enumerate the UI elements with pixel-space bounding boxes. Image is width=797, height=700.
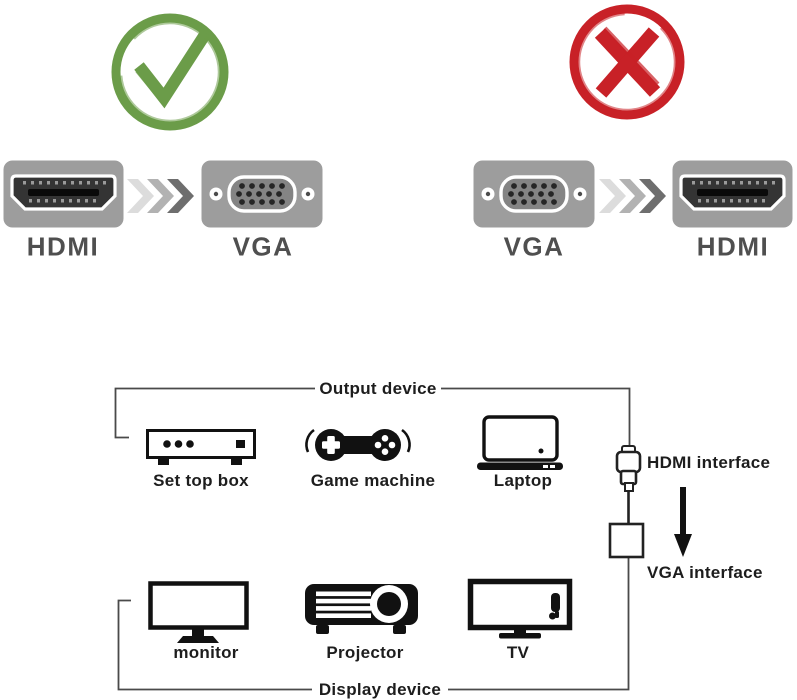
vga-port-label: VGA <box>232 231 294 262</box>
vga-connector-icon <box>201 160 323 228</box>
hdmi-connector-icon <box>672 160 793 228</box>
hdmi-port-label: HDMI <box>696 231 770 262</box>
triple-chevron-right-icon <box>127 179 194 213</box>
hdmi-port-label: HDMI <box>26 231 100 262</box>
tv-icon <box>467 578 573 639</box>
laptop-label: Laptop <box>493 471 553 490</box>
hdmi-connector-icon <box>3 160 124 228</box>
set-top-box-icon <box>146 429 256 465</box>
display-device-group-label: Display device <box>318 680 442 699</box>
down-arrow-icon <box>674 487 692 557</box>
monitor-icon <box>148 581 249 643</box>
projector-icon <box>305 584 418 634</box>
tv-label: TV <box>506 643 530 662</box>
vga-port-label: VGA <box>503 231 565 262</box>
vga-connector-icon <box>473 160 595 228</box>
display-group-bracket <box>117 557 630 691</box>
triple-chevron-right-icon <box>599 179 666 213</box>
output-group-bracket <box>114 387 631 446</box>
monitor-label: monitor <box>173 643 239 662</box>
projector-label: Projector <box>326 643 404 662</box>
gamepad-icon <box>305 428 411 461</box>
game-machine-label: Game machine <box>310 471 436 490</box>
check-circle-icon <box>111 13 229 131</box>
vga-interface-label: VGA interface <box>647 563 763 582</box>
cross-circle-icon <box>569 4 685 120</box>
hdmi-to-vga-adapter-icon <box>608 522 645 559</box>
laptop-icon <box>477 415 563 470</box>
hdmi-plug-icon <box>615 445 642 525</box>
set-top-box-label: Set top box <box>153 471 249 490</box>
hdmi-interface-label: HDMI interface <box>647 453 771 472</box>
connection-diagram <box>114 387 692 691</box>
output-device-group-label: Output device <box>319 379 437 398</box>
